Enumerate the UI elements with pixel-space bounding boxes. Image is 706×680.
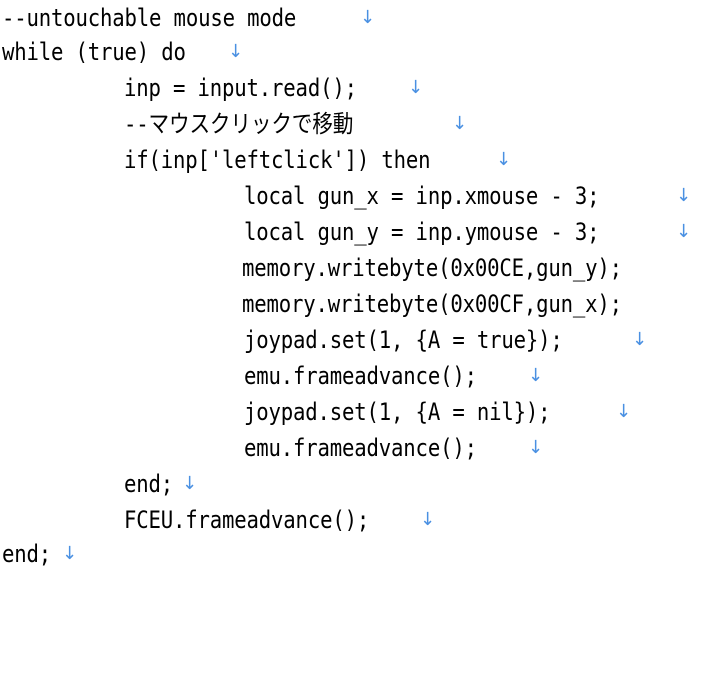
code-line: local gun_y = inp.ymouse - 3; ↓	[0, 214, 691, 250]
code-text: emu.frameadvance();	[244, 434, 477, 462]
line-break-icon: ↓	[420, 509, 436, 530]
line-break-icon: ↓	[360, 7, 376, 28]
code-text: emu.frameadvance();	[244, 362, 477, 390]
code-line: while (true) do ↓	[0, 34, 243, 70]
code-text: --untouchable mouse mode	[2, 4, 297, 32]
code-text: memory.writebyte(0x00CE,gun_y);	[242, 254, 622, 282]
code-line: if(inp['leftclick']) then ↓	[0, 142, 511, 178]
code-text: local gun_x = inp.xmouse - 3;	[244, 182, 600, 210]
code-line: local gun_x = inp.xmouse - 3; ↓	[0, 178, 691, 214]
line-break-icon: ↓	[528, 365, 544, 386]
code-text: local gun_y = inp.ymouse - 3;	[244, 218, 600, 246]
code-line: end; ↓	[0, 466, 197, 502]
line-break-icon: ↓	[496, 149, 512, 170]
code-text: if(inp['leftclick']) then	[124, 146, 431, 174]
code-text: memory.writebyte(0x00CF,gun_x);	[242, 290, 622, 318]
code-text: FCEU.frameadvance();	[124, 506, 370, 534]
line-break-icon: ↓	[452, 113, 468, 134]
code-editor[interactable]: --untouchable mouse mode ↓ while (true) …	[0, 0, 706, 570]
line-break-icon: ↓	[632, 329, 648, 350]
code-line: memory.writebyte(0x00CE,gun_y);	[0, 250, 622, 286]
code-line: inp = input.read(); ↓	[0, 70, 423, 106]
code-text: end;	[2, 540, 52, 568]
code-line: --マウスクリックで移動 ↓	[0, 106, 467, 142]
code-line: emu.frameadvance(); ↓	[0, 430, 543, 466]
code-text: inp = input.read();	[124, 74, 357, 102]
line-break-icon: ↓	[676, 221, 692, 242]
code-text: end;	[124, 470, 174, 498]
line-break-icon: ↓	[616, 401, 632, 422]
code-line: end; ↓	[0, 536, 77, 572]
code-comment: --マウスクリックで移動	[124, 110, 354, 138]
line-break-icon: ↓	[182, 473, 198, 494]
line-break-icon: ↓	[62, 543, 78, 564]
code-line: joypad.set(1, {A = true}); ↓	[0, 322, 647, 358]
code-line: --untouchable mouse mode ↓	[0, 0, 375, 36]
code-line: joypad.set(1, {A = nil}); ↓	[0, 394, 631, 430]
line-break-icon: ↓	[676, 185, 692, 206]
code-line: memory.writebyte(0x00CF,gun_x);	[0, 286, 622, 322]
code-text: joypad.set(1, {A = true});	[244, 326, 563, 354]
line-break-icon: ↓	[408, 77, 424, 98]
line-break-icon: ↓	[528, 437, 544, 458]
code-text: joypad.set(1, {A = nil});	[244, 398, 551, 426]
line-break-icon: ↓	[228, 41, 244, 62]
code-text: while (true) do	[2, 38, 186, 66]
code-line: emu.frameadvance(); ↓	[0, 358, 543, 394]
code-line: FCEU.frameadvance(); ↓	[0, 502, 435, 538]
